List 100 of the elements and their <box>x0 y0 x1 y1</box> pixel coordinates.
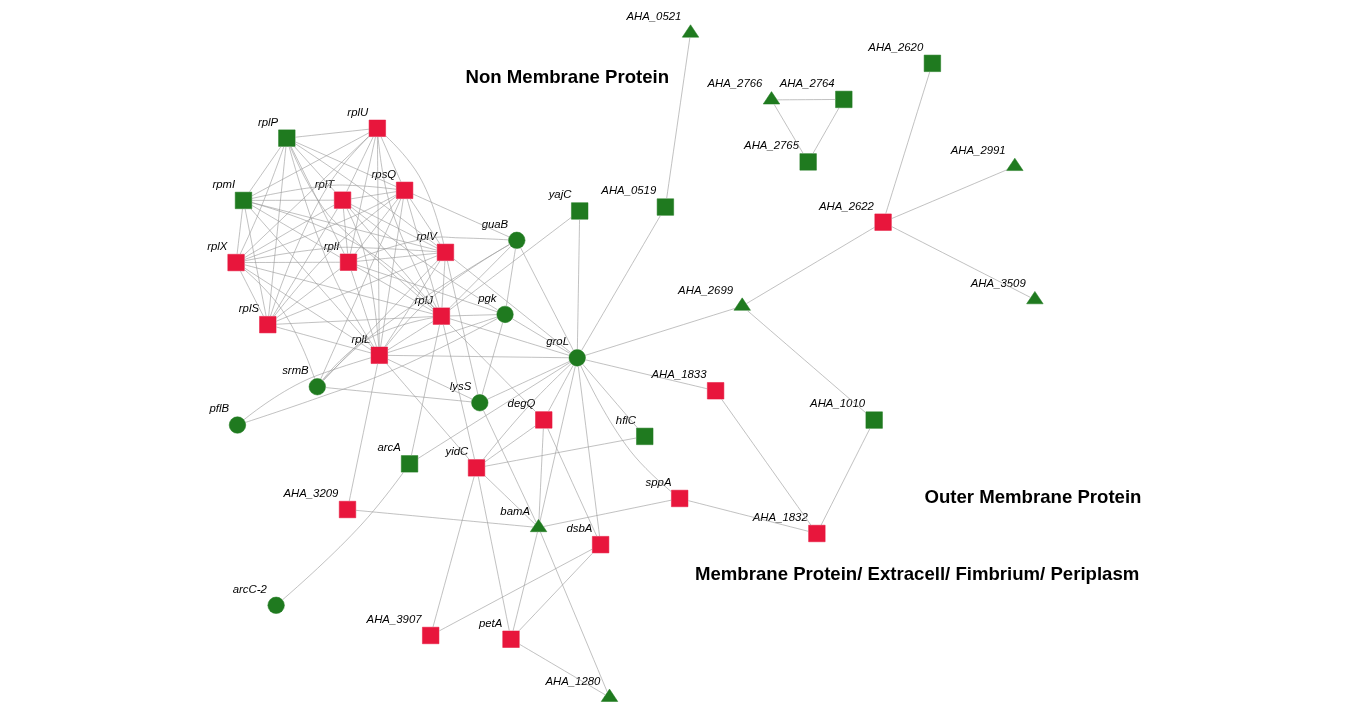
connector <box>346 208 379 348</box>
connector <box>356 236 509 260</box>
connector <box>484 425 535 463</box>
node-box <box>635 427 653 445</box>
connector <box>275 255 437 322</box>
node-label: lysS <box>449 380 471 393</box>
connector <box>687 500 809 532</box>
connector <box>776 99 836 101</box>
connector <box>356 252 437 262</box>
connector <box>239 270 264 317</box>
connector <box>290 146 345 254</box>
connector <box>665 37 690 199</box>
node-box <box>501 630 520 648</box>
connector <box>288 146 374 348</box>
node-box <box>258 316 276 334</box>
connector <box>275 268 340 319</box>
node-box <box>432 307 450 325</box>
connector <box>383 260 440 348</box>
node-box <box>467 459 485 477</box>
connector <box>579 365 672 492</box>
connector <box>406 198 439 308</box>
connector <box>890 169 1007 219</box>
node-circle <box>308 378 326 396</box>
connector <box>275 316 433 325</box>
node-label: AHA_2620 <box>867 40 923 53</box>
connector <box>438 548 592 632</box>
connector <box>512 531 538 632</box>
connector <box>349 136 376 255</box>
node-label: arcA <box>377 441 401 454</box>
connector <box>350 206 498 311</box>
connector <box>355 510 533 528</box>
connector <box>452 258 571 353</box>
connector <box>379 198 404 348</box>
connector <box>250 208 372 348</box>
node-label: rplI <box>323 239 339 252</box>
node-box <box>227 254 245 272</box>
node-circle <box>568 349 586 367</box>
node-label: AHA_2991 <box>950 143 1006 156</box>
connector <box>350 191 396 200</box>
node-label: AHA_2765 <box>743 139 799 152</box>
connector <box>387 358 473 400</box>
node-label: rplJ <box>414 293 433 306</box>
connector <box>538 428 544 521</box>
node-label: rpsQ <box>371 167 396 180</box>
connector <box>251 202 434 308</box>
node-label: pgk <box>477 291 496 304</box>
connector <box>289 146 433 310</box>
connector <box>320 198 401 380</box>
connector <box>477 476 510 631</box>
node-label: AHA_3509 <box>970 277 1026 290</box>
connector <box>448 245 511 309</box>
node-label: dsbA <box>566 522 592 535</box>
connector <box>239 146 284 255</box>
connector <box>820 428 870 526</box>
connector <box>275 326 371 354</box>
connector <box>350 204 437 249</box>
connector <box>518 643 606 696</box>
node-triangle <box>529 519 547 532</box>
connector <box>884 71 930 214</box>
node-box <box>368 119 386 137</box>
connector <box>385 363 470 460</box>
node-box <box>923 54 941 72</box>
connector <box>236 208 243 255</box>
connector <box>267 146 286 317</box>
connector <box>244 208 266 317</box>
connector <box>377 136 437 309</box>
connector <box>294 141 397 187</box>
connector <box>350 270 377 347</box>
node-label: AHA_3907 <box>366 612 422 625</box>
node-box <box>865 411 883 429</box>
connector <box>243 357 371 420</box>
connector <box>511 318 570 354</box>
node-label: AHA_0519 <box>600 184 656 197</box>
connector <box>387 355 569 359</box>
node-label: yidC <box>445 445 468 458</box>
node-label: degQ <box>507 397 535 410</box>
node-triangle <box>600 688 618 702</box>
connector <box>482 363 571 460</box>
connector <box>272 208 338 317</box>
connector <box>484 437 636 467</box>
node-label: AHA_2699 <box>677 283 733 296</box>
connector <box>243 267 371 351</box>
node-triangle <box>733 297 751 311</box>
node-label: hflC <box>615 413 636 426</box>
connector <box>243 194 397 260</box>
connector <box>581 363 638 429</box>
connector <box>412 193 509 238</box>
connector <box>376 136 380 348</box>
connector <box>890 226 1031 298</box>
connector <box>417 362 570 459</box>
connector <box>441 260 445 308</box>
connector <box>539 365 576 522</box>
connector <box>348 363 378 502</box>
node-box <box>436 243 454 261</box>
connector <box>481 322 503 395</box>
connector <box>539 531 608 693</box>
connector <box>442 324 475 460</box>
connector <box>449 318 569 356</box>
connector <box>432 476 474 628</box>
node-label: rplV <box>416 229 437 242</box>
